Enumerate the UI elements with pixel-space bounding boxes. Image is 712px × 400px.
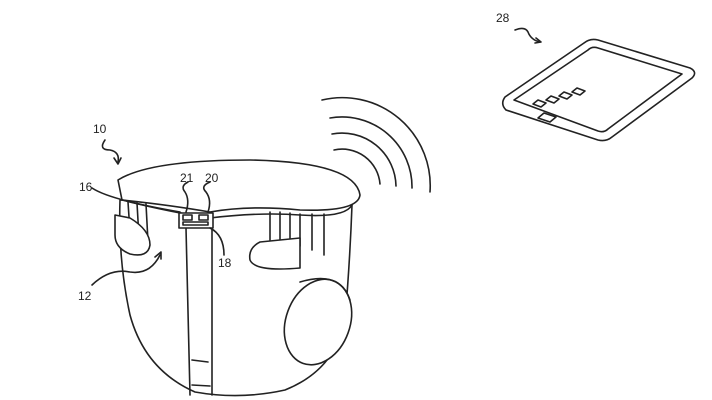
app-icons (532, 87, 586, 123)
leader-18 (209, 227, 225, 256)
leader-28 (514, 27, 541, 43)
label-20: 20 (205, 171, 219, 185)
diaper (114, 159, 361, 397)
leader-21 (182, 181, 189, 213)
right-tab (248, 237, 301, 270)
leader-20 (202, 181, 211, 213)
sensor-a (182, 214, 193, 221)
label-21: 21 (180, 171, 194, 185)
label-12: 12 (78, 289, 92, 303)
smartphone (501, 38, 696, 142)
label-28: 28 (496, 11, 510, 25)
left-tab (114, 214, 151, 256)
leader-10 (101, 139, 120, 163)
leader-16 (91, 187, 181, 213)
label-10: 10 (93, 122, 107, 136)
label-16: 16 (79, 180, 93, 194)
leader-12 (91, 254, 161, 286)
label-18: 18 (218, 256, 232, 270)
wireless-signal-icon (321, 96, 432, 193)
sensor-b (198, 214, 209, 221)
